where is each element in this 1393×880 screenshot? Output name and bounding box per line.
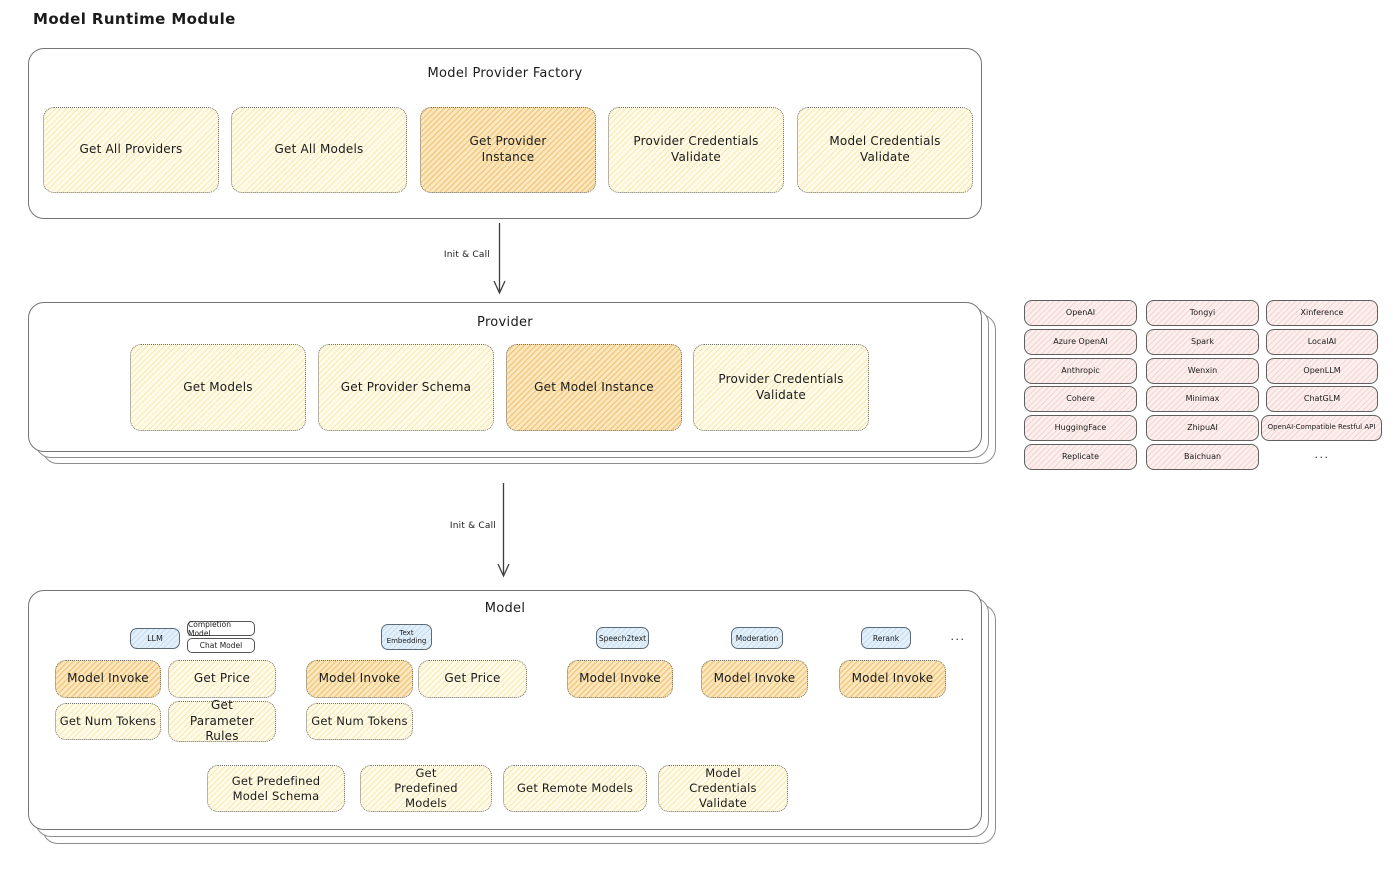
provider-chip-openai: OpenAI xyxy=(1024,300,1137,326)
node-get-remote-models: Get Remote Models xyxy=(503,765,647,812)
node-model-credentials-validate-factory: Model Credentials Validate xyxy=(797,107,973,193)
provider-chip-huggingface: HuggingFace xyxy=(1024,415,1137,441)
page-title: Model Runtime Module xyxy=(33,10,236,28)
node-get-parameter-rules: Get Parameter Rules xyxy=(168,698,276,743)
provider-chip-minimax: Minimax xyxy=(1146,386,1259,412)
node-provider-credentials-validate-provider: Provider Credentials Validate xyxy=(693,344,869,431)
node-model-invoke-text-embedding: Model Invoke xyxy=(306,660,413,698)
node-get-provider-schema: Get Provider Schema xyxy=(318,344,494,431)
provider-chip-openllm: OpenLLM xyxy=(1266,358,1378,384)
tag-completion-model: Completion Model xyxy=(187,620,255,638)
node-model-invoke-llm: Model Invoke xyxy=(55,660,161,698)
model-provider-factory-title: Model Provider Factory xyxy=(427,66,583,81)
node-get-num-tokens-llm: Get Num Tokens xyxy=(55,703,161,740)
node-model-invoke-speech2text: Model Invoke xyxy=(567,660,673,698)
tag-chat-model: Chat Model xyxy=(187,638,255,653)
provider-chip-azure-openai: Azure OpenAI xyxy=(1024,329,1137,355)
node-get-models: Get Models xyxy=(130,344,306,431)
node-get-num-tokens-text-embedding: Get Num Tokens xyxy=(306,703,413,740)
tag-llm: LLM xyxy=(130,628,180,649)
provider-chip-localai: LocalAI xyxy=(1266,329,1378,355)
node-get-price-text-embedding: Get Price xyxy=(418,660,527,698)
node-model-invoke-rerank: Model Invoke xyxy=(839,660,946,698)
tag-text-embedding: Text Embedding xyxy=(381,624,432,650)
model-title: Model xyxy=(484,601,526,616)
provider-chip-anthropic: Anthropic xyxy=(1024,358,1137,384)
node-model-invoke-moderation: Model Invoke xyxy=(701,660,808,698)
node-model-credentials-validate-model: Model Credentials Validate xyxy=(658,765,788,812)
init-call-label-2: Init & Call xyxy=(449,521,496,531)
provider-chip-openai-compatible-restful-api: OpenAI-Compatible Restful API xyxy=(1261,415,1382,441)
node-get-price-llm: Get Price xyxy=(168,660,276,698)
provider-chip-zhipuai: ZhipuAI xyxy=(1146,415,1259,441)
tag-moderation: Moderation xyxy=(731,627,783,649)
node-get-model-instance: Get Model Instance xyxy=(506,344,682,431)
provider-chip-replicate: Replicate xyxy=(1024,444,1137,470)
provider-chip-baichuan: Baichuan xyxy=(1146,444,1259,470)
provider-chip-xinference: Xinference xyxy=(1266,300,1378,326)
node-get-predefined-models: Get Predefined Models xyxy=(360,765,492,812)
provider-chip-spark: Spark xyxy=(1146,329,1259,355)
provider-chip-cohere: Cohere xyxy=(1024,386,1137,412)
tag-rerank: Rerank xyxy=(861,627,911,649)
provider-chip-chatglm: ChatGLM xyxy=(1266,386,1378,412)
providers-more-dots: ... xyxy=(1314,448,1330,461)
node-provider-credentials-validate-factory: Provider Credentials Validate xyxy=(608,107,784,193)
node-get-provider-instance: Get Provider Instance xyxy=(420,107,596,193)
provider-title: Provider xyxy=(477,315,533,330)
node-get-predefined-model-schema: Get Predefined Model Schema xyxy=(207,765,345,812)
provider-chip-wenxin: Wenxin xyxy=(1146,358,1259,384)
node-get-all-providers: Get All Providers xyxy=(43,107,219,193)
node-get-all-models: Get All Models xyxy=(231,107,407,193)
down-arrow-1-icon xyxy=(493,223,506,295)
provider-chip-tongyi: Tongyi xyxy=(1146,300,1259,326)
init-call-label-1: Init & Call xyxy=(443,250,490,260)
tag-speech2text: Speech2text xyxy=(596,627,649,649)
model-types-more-dots: ... xyxy=(950,630,966,643)
down-arrow-2-icon xyxy=(497,483,510,578)
